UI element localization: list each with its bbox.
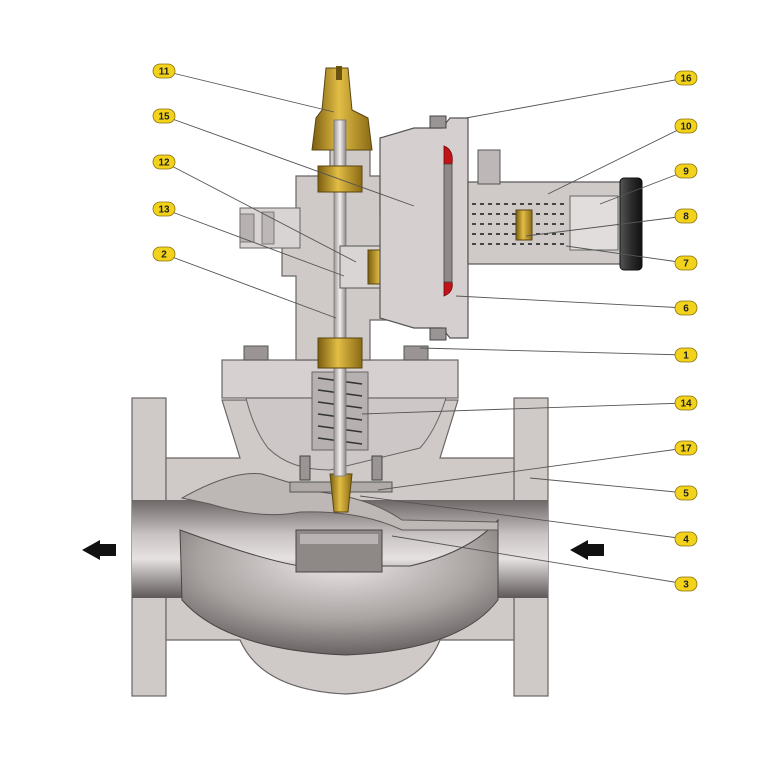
callout-number: 12 — [158, 158, 170, 169]
callout-number: 10 — [680, 122, 692, 133]
callout-leader-line — [565, 245, 687, 264]
lower-bowl — [179, 518, 499, 656]
callout-2: 2 — [152, 246, 337, 319]
callout-badge — [674, 531, 698, 547]
guide-post-right — [371, 455, 383, 481]
callout-badge — [674, 300, 698, 316]
bolt-head-right — [403, 345, 429, 361]
callout-leader-line — [163, 70, 335, 113]
callout-badge — [674, 163, 698, 179]
callout-8: 8 — [525, 208, 698, 237]
diaphragm-housing-16 — [379, 115, 469, 341]
callout-7: 7 — [565, 245, 698, 271]
callout-leader-line — [377, 447, 687, 491]
callout-leader-line — [163, 161, 357, 263]
callout-leader-line — [361, 402, 687, 415]
callout-number: 8 — [683, 212, 689, 223]
callout-badge — [674, 347, 698, 363]
callout-leader-line — [163, 253, 337, 319]
callout-1: 1 — [419, 347, 698, 363]
top-bolt — [429, 115, 447, 129]
callout-15: 15 — [152, 108, 415, 207]
callout-badge — [152, 246, 176, 262]
callout-badge — [674, 485, 698, 501]
callout-4: 4 — [359, 495, 698, 547]
callout-leader-line — [163, 115, 415, 207]
callout-badge — [152, 108, 176, 124]
central-stem-2 — [333, 119, 347, 477]
callout-number: 1 — [683, 351, 689, 362]
callout-badge — [674, 208, 698, 224]
adjuster-7 — [515, 209, 533, 241]
callout-leader-line — [419, 347, 687, 356]
callout-leader-line — [455, 295, 687, 309]
callout-badge — [674, 576, 698, 592]
bolt-head-left — [243, 345, 269, 361]
callout-badge — [674, 255, 698, 271]
callout-leader-line — [525, 215, 687, 237]
inlet-arrow-left — [570, 540, 604, 560]
callout-leader-line — [547, 125, 687, 195]
callout-13: 13 — [152, 201, 345, 277]
callout-leader-line — [529, 477, 687, 494]
callout-number: 17 — [680, 444, 692, 455]
outlet-arrow-left — [82, 540, 116, 560]
callout-11: 11 — [152, 63, 335, 113]
callout-9: 9 — [599, 163, 698, 205]
callout-number: 9 — [683, 167, 689, 178]
callout-number: 4 — [683, 535, 689, 546]
brass-bushing-lower — [317, 337, 363, 369]
callout-6: 6 — [455, 295, 698, 316]
callout-number: 16 — [680, 74, 692, 85]
callout-number: 6 — [683, 304, 689, 315]
callout-17: 17 — [377, 440, 698, 491]
callout-leader-line — [391, 535, 687, 585]
guide-post-left — [299, 455, 311, 481]
callout-badge — [674, 118, 698, 134]
callout-number: 15 — [158, 112, 170, 123]
bottom-bolt — [429, 327, 447, 341]
callout-leader-line — [599, 170, 687, 205]
callout-number: 7 — [683, 259, 689, 270]
callout-leader-line — [163, 208, 345, 277]
callout-badge — [152, 154, 176, 170]
callout-number: 5 — [683, 489, 689, 500]
callout-16: 16 — [465, 70, 698, 119]
callout-10: 10 — [547, 118, 698, 195]
callout-number: 2 — [161, 250, 167, 261]
callout-leader-line — [359, 495, 687, 540]
callout-12: 12 — [152, 154, 357, 263]
callout-number: 14 — [680, 399, 692, 410]
callout-badge — [674, 395, 698, 411]
spring-housing — [467, 149, 643, 271]
valve-plug — [329, 473, 353, 513]
callout-badge — [674, 440, 698, 456]
callout-14: 14 — [361, 395, 698, 415]
callout-number: 11 — [159, 67, 170, 78]
callout-leader-line — [465, 77, 687, 119]
callout-number: 3 — [683, 580, 689, 591]
diaphragm-6 — [443, 163, 453, 283]
callout-badge — [152, 201, 176, 217]
callout-badge — [674, 70, 698, 86]
top-brass-cap-11 — [311, 66, 373, 151]
callout-number: 13 — [158, 205, 170, 216]
callout-5: 5 — [529, 477, 698, 501]
seat-port-rim — [300, 534, 378, 544]
callout-badge — [152, 63, 176, 79]
callout-3: 3 — [391, 535, 698, 592]
